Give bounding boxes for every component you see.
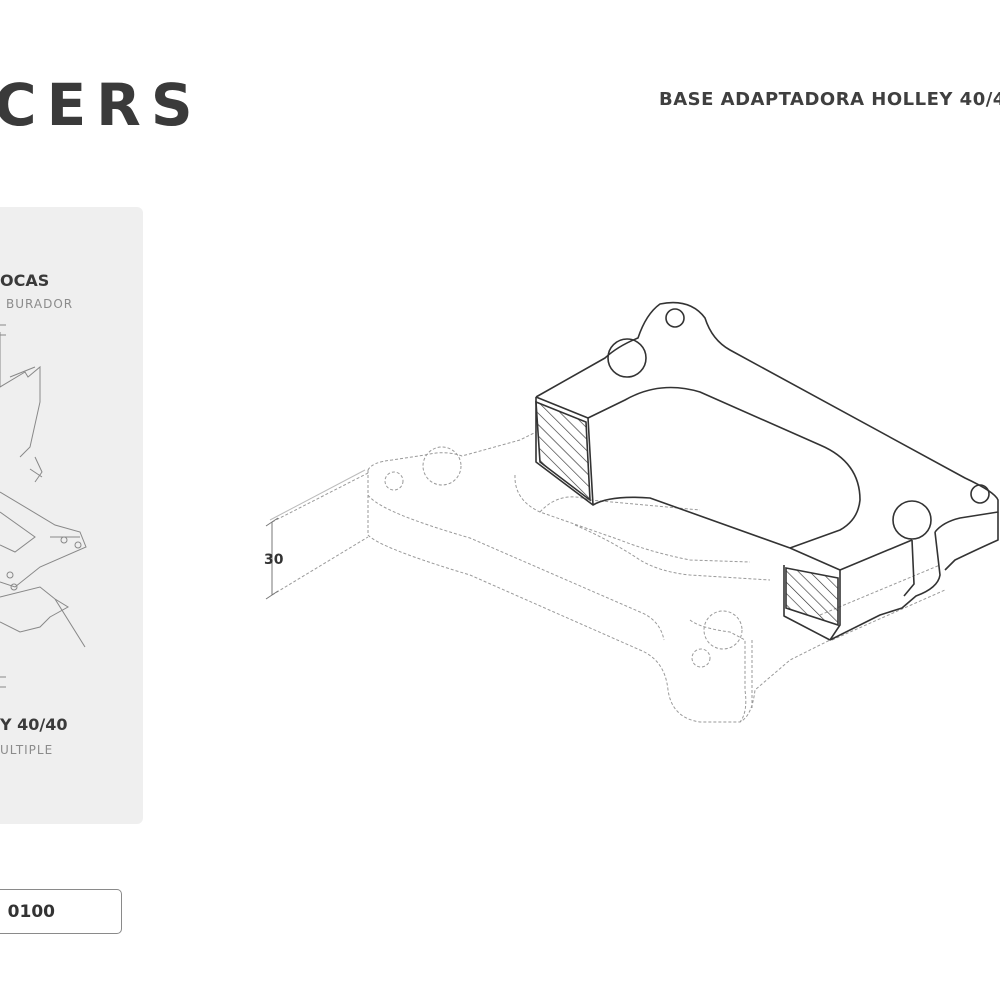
panel-item1-subtext: BURADOR	[6, 297, 74, 311]
panel-item2-subtext: ULTIPLE	[0, 743, 54, 757]
part-code-value: 0100	[7, 902, 55, 922]
panel-item1-heading: OCAS	[0, 271, 50, 290]
panel-item2-heading: Y 40/40	[0, 715, 68, 734]
brand-logo-text: CERS	[0, 71, 203, 139]
height-dimension	[265, 517, 279, 600]
panel-thumbnail-drawing	[0, 324, 87, 688]
adapter-outline	[535, 301, 999, 641]
dimension-label: 30	[264, 552, 284, 568]
product-title: BASE ADAPTADORA HOLLEY 40/4	[659, 89, 1000, 110]
side-panel: OCAS BURADOR Y 40/40 ULTIPLE	[0, 207, 143, 824]
hidden-lines	[269, 431, 946, 723]
section-hatching	[535, 400, 839, 627]
part-code-box: 0100	[0, 889, 122, 934]
